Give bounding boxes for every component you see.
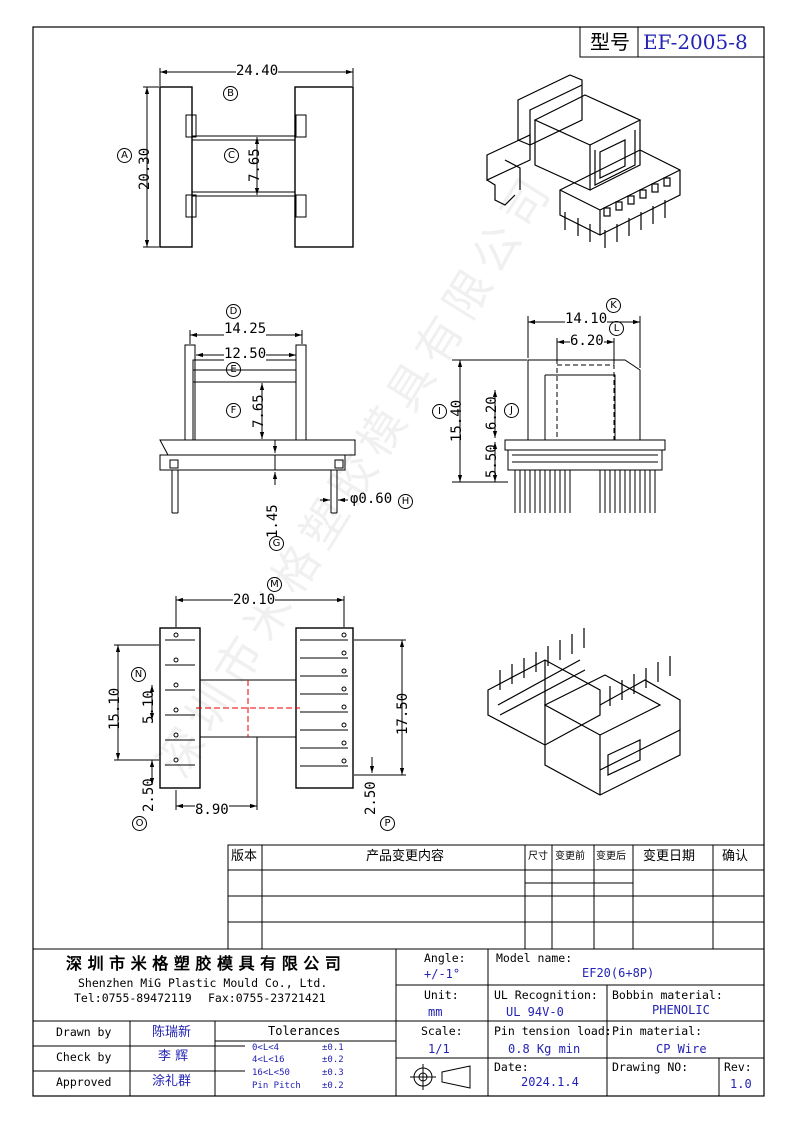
dim-label: 2.50 xyxy=(141,778,157,812)
dim-label: φ0.60 xyxy=(350,491,393,507)
pin-material-value: CP Wire xyxy=(656,1042,707,1056)
dim-label: 17.50 xyxy=(395,692,411,735)
tolerance-range: 0<L<4 xyxy=(252,1043,280,1053)
angle-label: Angle: xyxy=(424,951,466,965)
tolerance-range: Pin Pitch xyxy=(252,1081,301,1091)
rev-header-version: 版本 xyxy=(231,849,258,864)
scale-value: 1/1 xyxy=(428,1042,450,1056)
dim-label: 14.25 xyxy=(224,321,267,337)
tolerance-value: ±0.2 xyxy=(322,1055,344,1065)
drawn-by-label: Drawn by xyxy=(56,1025,112,1039)
drawn-by-value: 陈瑞新 xyxy=(152,1025,192,1040)
marker-d: D xyxy=(226,304,241,319)
tolerances-label: Tolerances xyxy=(268,1024,341,1038)
bobbin-label: Bobbin material: xyxy=(612,988,723,1002)
dim-label: 12.50 xyxy=(224,346,267,362)
marker-o: O xyxy=(132,816,147,831)
date-label: Date: xyxy=(494,1060,529,1074)
tolerance-value: ±0.3 xyxy=(322,1068,344,1078)
model-tag-label: 型号 xyxy=(590,30,630,54)
dim-label: 6.20 xyxy=(570,333,604,349)
top-view xyxy=(143,68,354,248)
marker-f: F xyxy=(226,403,241,418)
marker-i: I xyxy=(432,404,447,419)
marker-j: J xyxy=(504,403,519,418)
marker-b: B xyxy=(223,86,238,101)
unit-value: mm xyxy=(428,1005,443,1019)
approved-label: Approved xyxy=(56,1075,112,1089)
model-name-label: Model name: xyxy=(496,951,573,965)
marker-h: H xyxy=(398,494,413,509)
rev-header-confirm: 确认 xyxy=(722,849,749,864)
check-by-label: Check by xyxy=(56,1050,112,1064)
unit-label: Unit: xyxy=(424,988,459,1002)
model-name-value: EF20(6+8P) xyxy=(582,966,655,980)
rev-header-size: 尺寸 xyxy=(528,851,548,862)
ul-value: UL 94V-0 xyxy=(506,1005,564,1019)
dim-label: 20.10 xyxy=(233,592,276,608)
dim-label: 15.40 xyxy=(449,399,465,442)
company-name-cn: 深 圳 市 米 格 塑 胶 模 具 有 限 公 司 xyxy=(66,954,341,973)
rev-value: 1.0 xyxy=(730,1077,752,1091)
dim-label: 24.40 xyxy=(236,63,279,79)
ul-label: UL Recognition: xyxy=(494,988,598,1002)
dim-label: 1.45 xyxy=(265,504,281,538)
marker-p: P xyxy=(380,816,395,831)
tolerance-value: ±0.1 xyxy=(322,1043,344,1053)
iso-view-bottom xyxy=(487,628,681,796)
pin-tension-label: Pin tension load: xyxy=(494,1024,612,1038)
marker-m: M xyxy=(267,577,282,592)
dim-label: 6.20 xyxy=(484,396,500,430)
dim-label: 20.30 xyxy=(137,147,153,190)
marker-g: G xyxy=(269,536,284,551)
dim-label: 5.10 xyxy=(141,690,157,724)
rev-header-date: 变更日期 xyxy=(643,849,696,864)
iso-view-top xyxy=(486,74,681,248)
company-name-en: Shenzhen MiG Plastic Mould Co., Ltd. xyxy=(78,976,328,990)
tolerance-range: 16<L<50 xyxy=(252,1068,290,1078)
dim-label: 15.10 xyxy=(107,687,123,730)
marker-a: A xyxy=(117,148,132,163)
marker-k: K xyxy=(606,298,621,313)
scale-label: Scale: xyxy=(421,1024,463,1038)
tolerance-range: 4<L<16 xyxy=(252,1055,285,1065)
dim-label: 5.50 xyxy=(484,444,500,478)
model-tag-value: EF-2005-8 xyxy=(643,30,748,54)
rev-label: Rev: xyxy=(724,1060,752,1074)
dim-label: 8.90 xyxy=(195,802,229,818)
title-block xyxy=(33,948,764,1096)
dim-label: 2.50 xyxy=(363,781,379,815)
company-tel: Tel:0755-89472119 xyxy=(74,991,192,1005)
approved-value: 涂礼群 xyxy=(152,1074,192,1089)
tolerance-value: ±0.2 xyxy=(322,1081,344,1091)
bobbin-value: PHENOLIC xyxy=(652,1003,710,1017)
marker-c: C xyxy=(224,148,239,163)
drawing-no-label: Drawing NO: xyxy=(612,1060,689,1074)
rev-header-before: 变更前 xyxy=(555,851,585,862)
pin-material-label: Pin material: xyxy=(612,1024,703,1038)
pin-tension-value: 0.8 Kg min xyxy=(508,1042,581,1056)
dim-label: 14.10 xyxy=(565,311,608,327)
angle-value: +/-1° xyxy=(424,967,461,981)
marker-l: L xyxy=(609,321,624,336)
date-value: 2024.1.4 xyxy=(521,1075,579,1089)
company-fax: Fax:0755-23721421 xyxy=(208,991,326,1005)
dim-label: 7.65 xyxy=(251,394,267,428)
rev-header-content: 产品变更内容 xyxy=(366,849,445,864)
dim-label: 7.65 xyxy=(247,148,263,182)
check-by-value: 李 辉 xyxy=(158,1049,189,1064)
marker-e: E xyxy=(226,362,241,377)
marker-n: N xyxy=(131,667,146,682)
rev-header-after: 变更后 xyxy=(596,851,626,862)
